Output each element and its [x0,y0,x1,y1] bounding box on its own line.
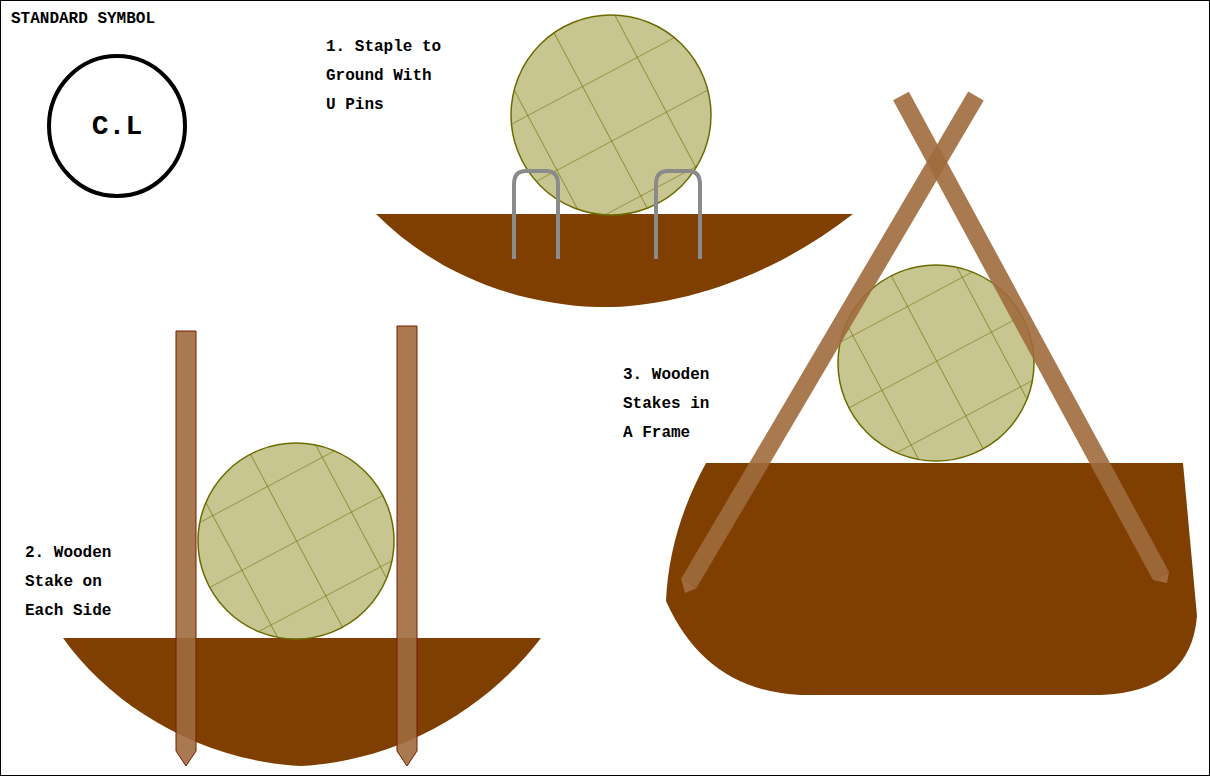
symbol-text: C.L [92,111,142,142]
bale [198,443,394,639]
u-pin [514,171,558,259]
stake-tip [681,578,697,593]
wooden-stake [176,331,196,766]
symbol-heading: STANDARD SYMBOL [11,5,155,34]
bale [511,15,711,215]
method-label: 3. Wooden Stakes in A Frame [623,361,714,448]
ground [63,638,541,766]
wooden-stake [397,326,417,766]
symbol-circle: C.L [46,53,188,199]
method-label: 2. Wooden Stake on Each Side [25,539,116,626]
ground [376,214,853,307]
wooden-stake [901,96,1161,576]
method-label: 1. Staple to Ground With U Pins [326,33,446,120]
u-pin [656,171,700,259]
stake-tip [1153,572,1169,583]
